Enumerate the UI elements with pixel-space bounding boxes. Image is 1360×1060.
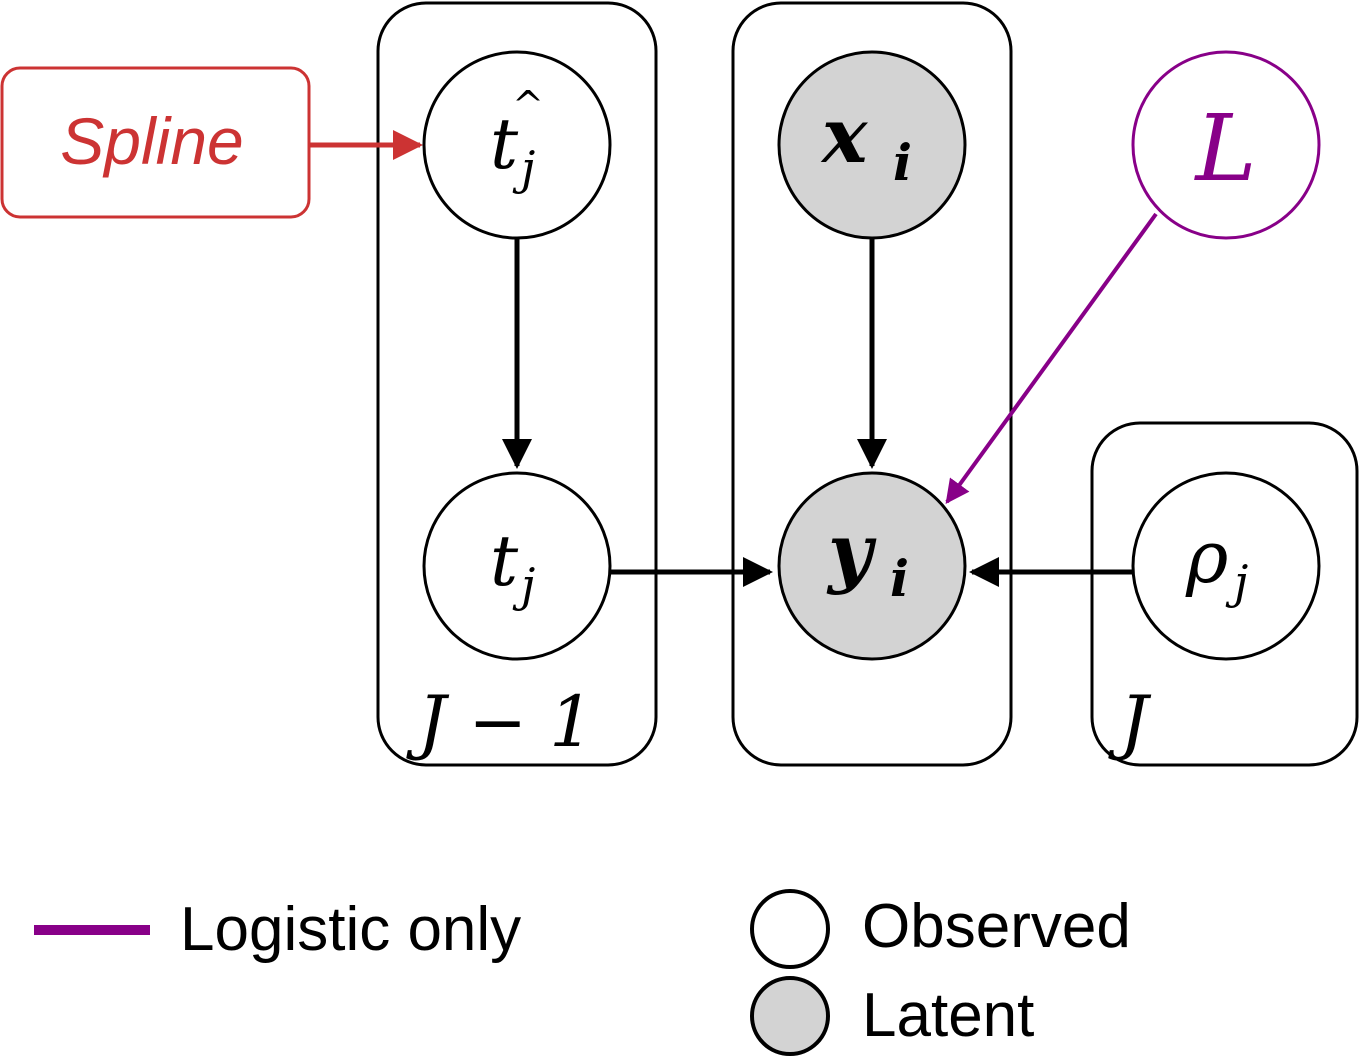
x-sub: i (893, 133, 912, 192)
plate-t (376, 1, 658, 767)
legend-logistic-label: Logistic only (180, 895, 521, 964)
plate-rho-label: J (1108, 681, 1152, 763)
edge-L-to-y (945, 212, 1158, 504)
rho-base: ρ (1185, 515, 1228, 599)
y-sub: i (890, 549, 909, 608)
t-node: t j (422, 471, 612, 661)
rho-node: ρ j (1131, 471, 1321, 661)
L-label: L (1193, 95, 1256, 202)
x-base: x (820, 91, 869, 180)
legend-observed-label: Observed (862, 892, 1131, 961)
t-hat-base: t (490, 103, 519, 185)
t-hat-hat: ^ (512, 83, 544, 127)
legend: Logistic only Observed Latent (34, 889, 1131, 1056)
spline-node: Spline (0, 66, 311, 219)
spline-label: Spline (60, 104, 243, 178)
legend-latent-label: Latent (862, 981, 1034, 1050)
t-base: t (490, 520, 519, 602)
y-node: y i (777, 471, 967, 661)
legend-observed-swatch (750, 889, 830, 969)
plate-data (731, 1, 1013, 767)
t-hat-node: t j ^ (422, 50, 612, 240)
plate-rho (1090, 421, 1359, 767)
y-base: y (826, 507, 877, 596)
x-node: x i (777, 50, 967, 240)
L-node: L (1131, 50, 1321, 240)
legend-latent-swatch (750, 976, 830, 1056)
plate-t-label: J − 1 (406, 681, 594, 763)
